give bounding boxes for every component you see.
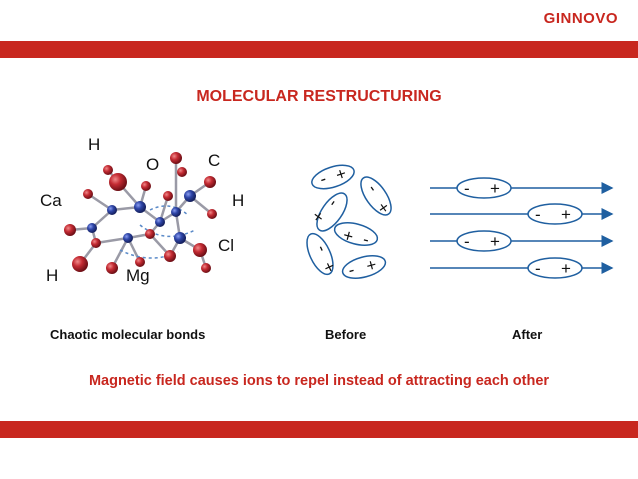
brand-logo: GINNOVO bbox=[543, 10, 618, 27]
aligned-ion bbox=[527, 203, 583, 225]
ion-sign: - bbox=[464, 232, 470, 251]
aligned-ion bbox=[456, 230, 512, 252]
caption-after: After bbox=[512, 327, 543, 342]
ion-sign: - bbox=[535, 205, 541, 224]
ion-sign: + bbox=[561, 205, 571, 224]
ion-sign: + bbox=[490, 232, 500, 251]
aligned-ion bbox=[527, 257, 583, 279]
oxygen-atoms bbox=[64, 152, 217, 274]
ion-signs-after: - + - + - + - + bbox=[464, 179, 571, 278]
ion-sign: - bbox=[346, 260, 356, 280]
atom-label-h-right: H bbox=[232, 191, 245, 210]
bottom-band bbox=[0, 421, 638, 438]
field-lines bbox=[430, 182, 614, 274]
ion-sign: - bbox=[535, 259, 541, 278]
atom-label-h-bottom: H bbox=[46, 266, 59, 285]
atom-label-o: O bbox=[146, 155, 160, 174]
ion-sign: + bbox=[490, 179, 500, 198]
ion-sign: + bbox=[364, 255, 379, 276]
ion-sign: - bbox=[464, 179, 470, 198]
atom-label-ca: Ca bbox=[40, 191, 62, 210]
slide-title: MOLECULAR RESTRUCTURING bbox=[196, 88, 442, 105]
aligned-ion bbox=[456, 177, 512, 199]
atom-label-h-top: H bbox=[88, 135, 101, 154]
metal-atoms bbox=[87, 190, 196, 244]
ion-sign: - bbox=[317, 169, 328, 189]
explanation-note: Magnetic field causes ions to repel inst… bbox=[88, 373, 550, 389]
caption-before: Before bbox=[325, 327, 367, 342]
atom-label-mg: Mg bbox=[126, 266, 150, 285]
top-band bbox=[0, 41, 638, 58]
atom-label-c: C bbox=[208, 151, 221, 170]
ion-sign: + bbox=[561, 259, 571, 278]
caption-chaotic: Chaotic molecular bonds bbox=[50, 327, 206, 342]
atom-label-cl: Cl bbox=[218, 236, 235, 255]
ion-sign: + bbox=[341, 226, 356, 247]
ion-sign: - bbox=[361, 230, 371, 250]
